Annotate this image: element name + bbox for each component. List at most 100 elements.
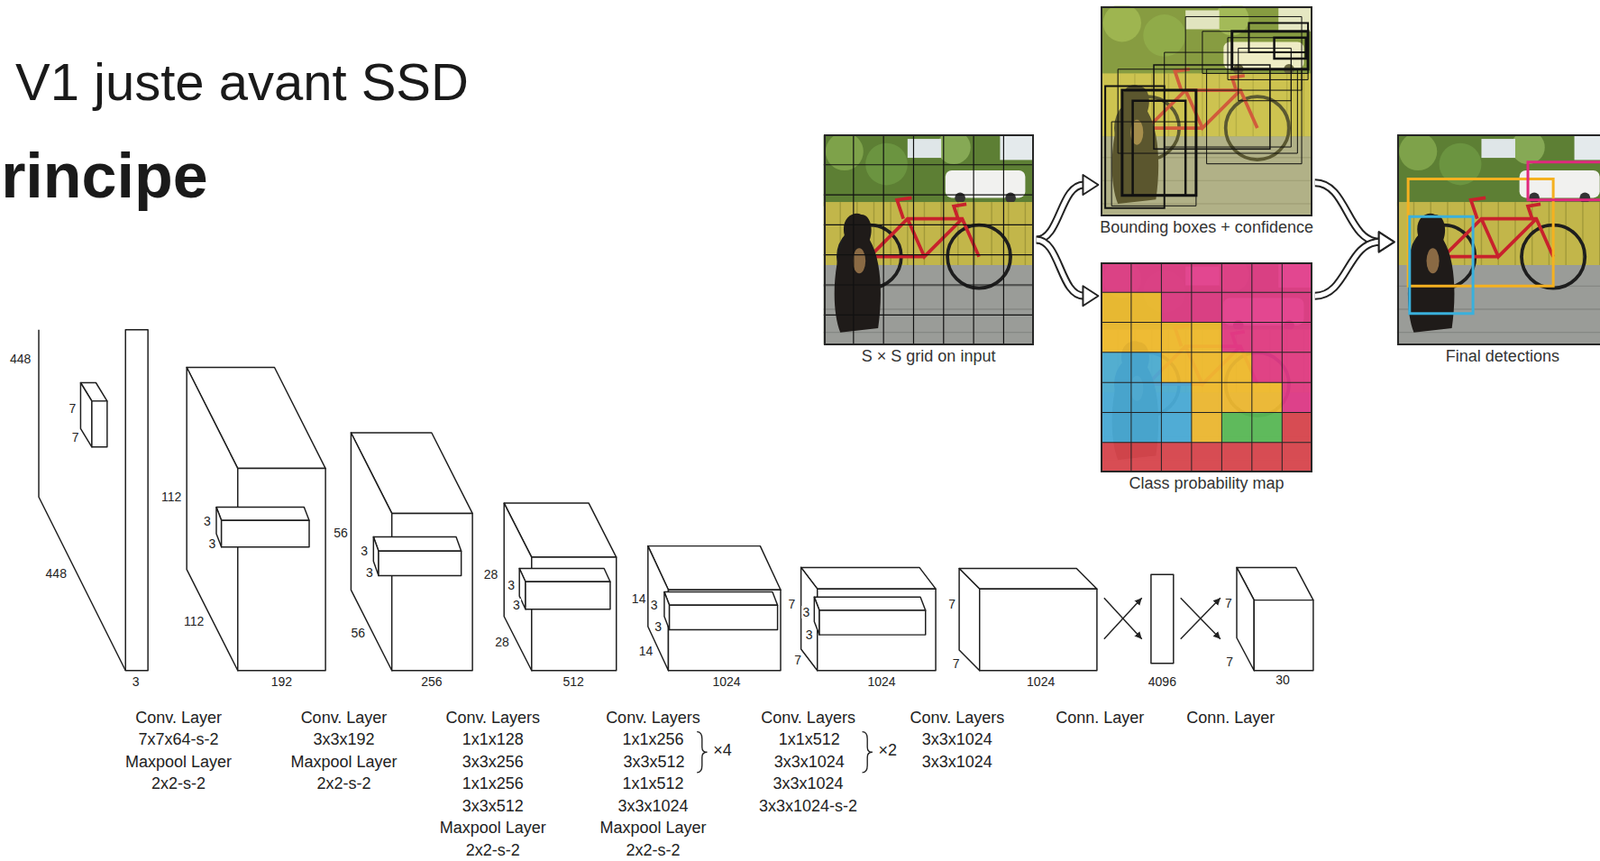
dimension-number: 112 [182, 614, 205, 628]
layer-caption: 3x3x256 [462, 753, 524, 770]
dimension-number: 3 [506, 578, 516, 592]
dimension-number: 7 [71, 430, 81, 444]
panel-caption: S × S grid on input [861, 347, 997, 366]
dimension-number: 1024 [866, 675, 896, 688]
layer-caption: 1x1x256 [621, 731, 684, 748]
dimension-number: 112 [160, 490, 183, 503]
slide-heading: rincipe [0, 144, 209, 208]
fully-connected-cross [1104, 597, 1221, 639]
arrow-fill [1036, 184, 1085, 240]
layer-caption: 3x3x512 [623, 753, 686, 770]
class-probability-image [1100, 257, 1312, 473]
layer-caption: Conv. Layer [301, 709, 388, 726]
photo [823, 130, 1034, 346]
layer-caption: 7x7x64-s-2 [138, 731, 220, 748]
layer-caption: 2x2-s-2 [625, 841, 680, 859]
dimension-number: 256 [420, 675, 443, 688]
layer-caption: Maxpool Layer [125, 753, 232, 770]
hollow-arrow [1315, 231, 1395, 296]
dimension-number: 448 [9, 352, 32, 366]
dimension-number: 7 [67, 402, 77, 415]
dimension-number: 7 [1225, 655, 1235, 668]
layer-caption: Conn. Layer [1055, 709, 1144, 726]
final-detections-image [1397, 130, 1600, 346]
image-panel: Class probability map [1100, 262, 1312, 473]
panel-caption: Class probability map [1129, 475, 1285, 494]
dimension-number: 7 [1224, 596, 1234, 610]
dimension-number: 14 [630, 592, 648, 605]
arrow-fill [1315, 182, 1381, 243]
detection-boxes [1408, 162, 1600, 314]
layer-caption: 2x2-s-2 [316, 775, 371, 792]
dimension-number: 56 [350, 626, 367, 640]
repeat-count: ×4 [713, 741, 732, 759]
layer-caption: 3x3x1024 [922, 731, 993, 748]
repeat-count: ×2 [878, 741, 898, 759]
layer-caption: Maxpool Layer [599, 819, 706, 836]
dimension-number: 1024 [711, 675, 741, 688]
layer-caption: 1x1x128 [462, 731, 524, 748]
dimension-number: 3 [365, 566, 375, 579]
dimension-number: 3 [208, 537, 218, 550]
dimension-number: 3 [359, 544, 369, 558]
arrow-fill [1315, 241, 1381, 296]
arrow-outline [1315, 182, 1381, 243]
dimension-number: 4096 [1147, 675, 1178, 688]
dimension-number: 512 [562, 675, 586, 688]
dimension-number: 3 [804, 628, 814, 641]
dimension-number: 3 [653, 620, 663, 633]
dimension-number: 28 [483, 567, 500, 581]
photo [1100, 1, 1312, 217]
image-panel: S × S grid on input [823, 134, 1034, 345]
dimension-number: 3 [131, 675, 141, 688]
layer-caption: Conv. Layers [445, 709, 540, 726]
layer-caption: 3x3x1024 [774, 753, 845, 770]
photo [1100, 257, 1312, 473]
layer-caption: Conv. Layers [909, 709, 1005, 726]
dimension-number: 3 [801, 605, 811, 619]
layer-caption: Conv. Layers [760, 709, 856, 726]
layer-caption: 1x1x512 [621, 775, 684, 792]
hollow-arrowhead [1082, 285, 1098, 306]
grid-lines [823, 134, 1034, 345]
layer-caption: 3x3x1024 [617, 797, 688, 814]
dimension-number: 7 [947, 597, 957, 611]
dimension-number: 14 [638, 644, 655, 658]
class-cells [1100, 262, 1312, 473]
dimension-number: 7 [951, 657, 961, 670]
photo [1397, 130, 1600, 346]
dimension-number: 30 [1274, 673, 1291, 686]
dimension-number: 3 [649, 598, 659, 612]
arrow-outline [1036, 184, 1085, 240]
dimension-number: 7 [787, 597, 797, 611]
tint [1100, 6, 1312, 217]
hollow-arrowhead [1082, 174, 1098, 195]
layer-caption: Conv. Layers [605, 709, 701, 726]
layer-caption: 3x3x192 [312, 731, 375, 748]
layer-caption: Conn. Layer [1186, 709, 1275, 726]
hollow-arrow [1315, 182, 1395, 253]
image-panel: Bounding boxes + confidence [1100, 6, 1312, 217]
layer-caption: Conv. Layer [135, 709, 222, 726]
panel-caption: Final detections [1445, 347, 1560, 366]
arrow-fill [1036, 239, 1085, 296]
layer-caption: 1x1x512 [778, 731, 841, 748]
dimension-number: 3 [512, 598, 522, 612]
hollow-arrow [1036, 239, 1099, 306]
layer-caption: 2x2-s-2 [466, 841, 521, 859]
hollow-arrowhead [1379, 231, 1395, 252]
dimension-number: 3 [202, 514, 212, 528]
dimension-number: 1024 [1025, 675, 1056, 688]
grid-image [823, 130, 1034, 346]
bounding-box-image [1100, 1, 1312, 217]
layer-caption: 3x3x1024 [922, 753, 993, 770]
image-panel: Final detections [1397, 134, 1600, 345]
repeat-brace [696, 731, 873, 773]
panel-caption: Bounding boxes + confidence [1099, 219, 1314, 238]
dimension-number: 56 [332, 526, 349, 540]
layer-caption: 3x3x1024-s-2 [758, 797, 858, 814]
layer-caption: 2x2-s-2 [151, 775, 206, 792]
arrow-outline [1315, 241, 1381, 296]
layer-caption: 1x1x256 [462, 775, 524, 792]
